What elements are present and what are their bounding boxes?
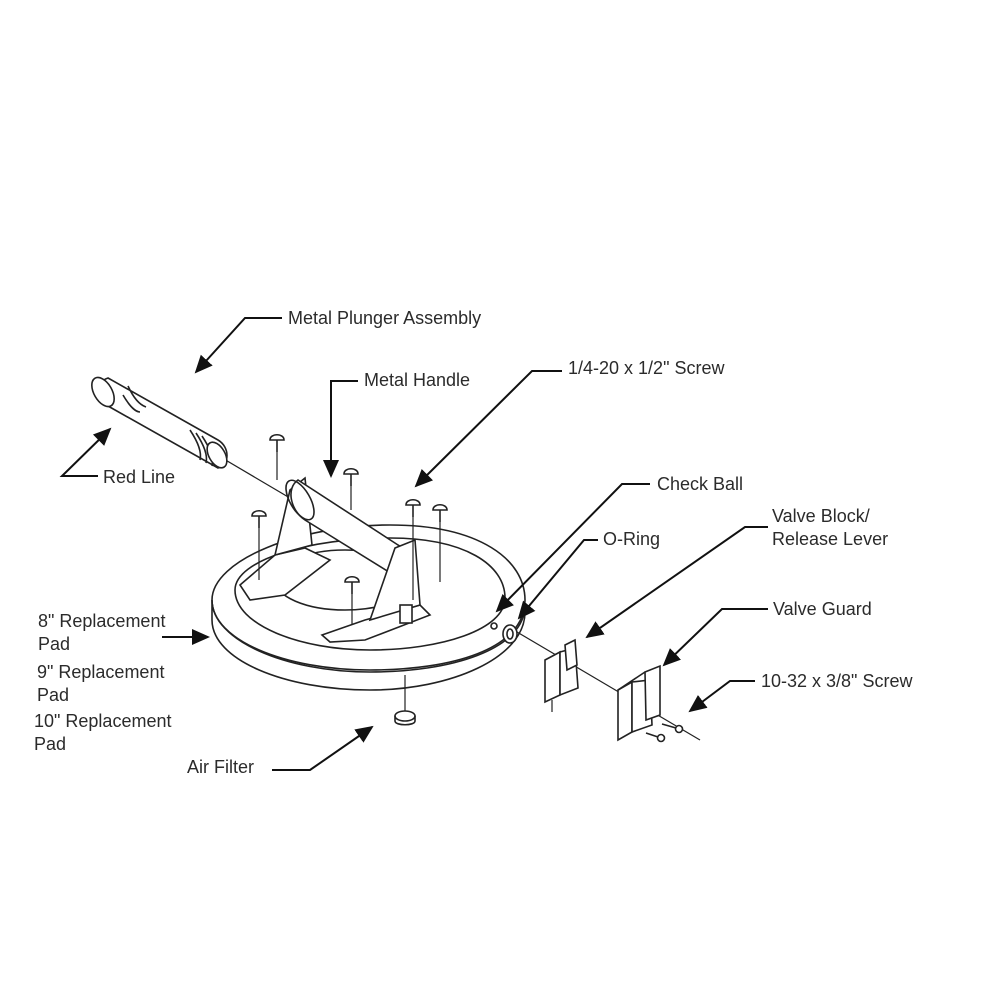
small-screw-set bbox=[645, 723, 684, 743]
label-air-filter: Air Filter bbox=[187, 757, 254, 777]
screw-3 bbox=[251, 509, 267, 580]
screw-4 bbox=[405, 498, 421, 600]
small-screw-2 bbox=[645, 732, 666, 743]
label-pad-9-line1: 9" Replacement bbox=[37, 662, 165, 682]
screw-5 bbox=[432, 503, 448, 582]
label-o-ring: O-Ring bbox=[603, 529, 661, 549]
label-valve-block-line2: Release Lever bbox=[772, 529, 889, 549]
label-red-line: Red Line bbox=[103, 467, 176, 487]
o-ring-part bbox=[502, 624, 518, 644]
metal-plunger-part bbox=[91, 376, 228, 469]
label-valve-block-line1: Valve Block/ bbox=[772, 506, 870, 526]
label-quarter-screw: 1/4-20 x 1/2" Screw bbox=[568, 358, 725, 378]
screw-set bbox=[251, 433, 448, 625]
label-pad-8-line2: Pad bbox=[38, 634, 71, 654]
label-small-screw: 10-32 x 3/8" Screw bbox=[761, 671, 913, 691]
label-pad-10-line2: Pad bbox=[34, 734, 67, 754]
label-pad-9-line2: Pad bbox=[37, 685, 70, 705]
valve-guard-part bbox=[617, 664, 661, 742]
small-screw-1 bbox=[661, 723, 684, 734]
label-valve-guard: Valve Guard bbox=[773, 599, 872, 619]
label-check-ball: Check Ball bbox=[657, 474, 744, 494]
label-metal-plunger-assembly: Metal Plunger Assembly bbox=[288, 308, 482, 328]
screw-6 bbox=[344, 575, 360, 625]
screw-1 bbox=[269, 433, 285, 480]
leader-lines bbox=[59, 317, 768, 771]
check-ball-part bbox=[490, 622, 498, 630]
label-metal-handle: Metal Handle bbox=[364, 370, 471, 390]
air-filter-part bbox=[394, 675, 416, 726]
valve-block-part bbox=[544, 638, 579, 712]
screw-2 bbox=[343, 467, 359, 510]
label-pad-10-line1: 10" Replacement bbox=[34, 711, 172, 731]
label-pad-8-line1: 8" Replacement bbox=[38, 611, 166, 631]
valve-boss bbox=[399, 604, 413, 624]
